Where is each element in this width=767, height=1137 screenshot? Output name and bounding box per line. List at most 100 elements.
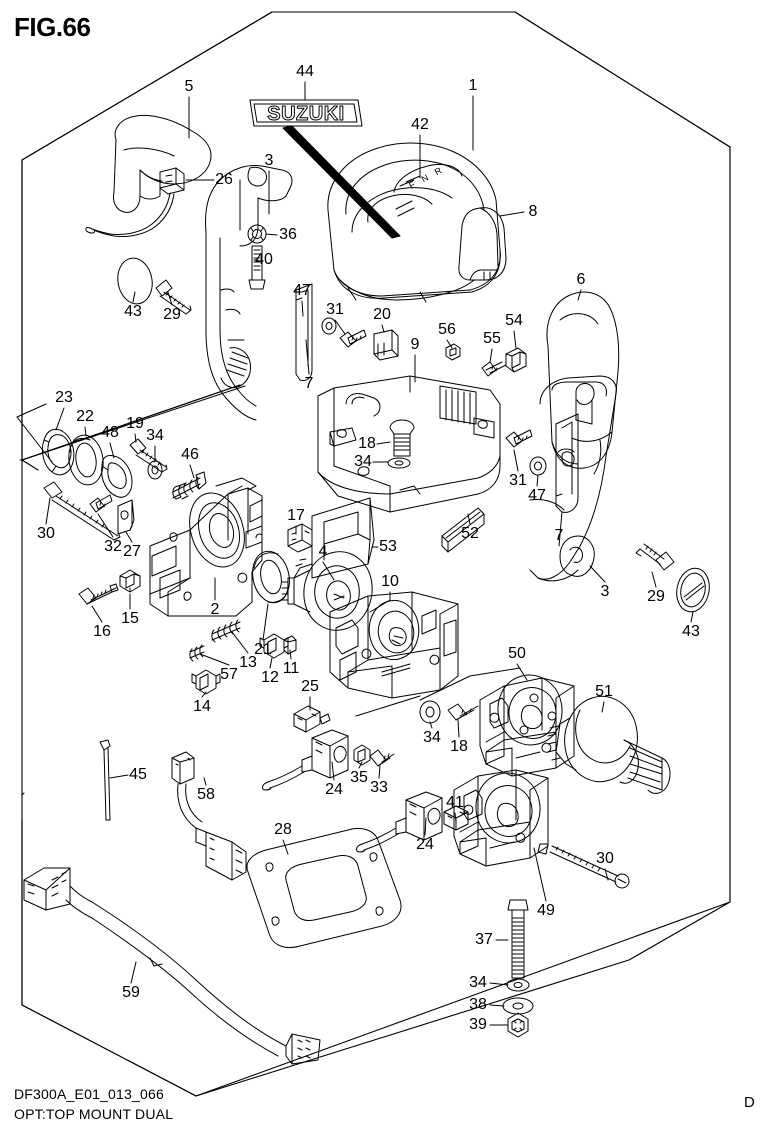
part-12-fitting	[259, 633, 289, 659]
part-39-lock-nut	[507, 1012, 529, 1038]
part-26-harness-connector	[85, 167, 185, 237]
callout-number-5: 5	[184, 78, 194, 95]
suzuki-emblem-text: SUZUKI	[267, 103, 344, 125]
part-48-retainer	[101, 455, 133, 498]
callout-number-30: 30	[596, 850, 614, 867]
part-27-bracket	[117, 499, 135, 535]
part-14-fitting-small	[191, 669, 221, 695]
callout-number-11: 11	[282, 660, 300, 677]
callout-number-24: 24	[325, 781, 343, 798]
callout-number-41: 41	[446, 794, 464, 811]
callout-number-48: 48	[101, 424, 119, 441]
callout-number-43: 43	[124, 303, 142, 320]
callout-number-28: 28	[274, 821, 292, 838]
part-56-nut	[445, 343, 461, 361]
part-9-control-housing-lower	[317, 375, 501, 513]
part-52-guide-rail	[441, 507, 485, 553]
part-17-connector-block	[287, 523, 313, 553]
callout-number-29: 29	[647, 588, 665, 605]
part-35-nut-small	[353, 744, 371, 766]
part-59-wire-harness	[23, 867, 321, 1065]
part-29-screw-stbd	[635, 543, 675, 571]
callout-number-57: 57	[220, 666, 238, 683]
part-32-screw-small	[89, 494, 113, 513]
callout-number-35: 35	[350, 769, 368, 786]
callout-number-23: 23	[55, 389, 73, 406]
callout-number-39: 39	[469, 1016, 487, 1033]
callout-number-4: 4	[318, 543, 328, 560]
part-10-shift-cam-housing	[329, 591, 459, 699]
callout-number-1: 1	[468, 77, 478, 94]
part-21-oil-seal	[252, 550, 290, 604]
callout-number-56: 56	[438, 321, 456, 338]
callout-number-24: 24	[416, 836, 434, 853]
callout-number-14: 14	[193, 698, 211, 715]
callout-number-10: 10	[381, 573, 399, 590]
callout-number-46: 46	[181, 446, 199, 463]
callout-number-22: 22	[76, 408, 94, 425]
figure-caption: OPT:TOP MOUNT DUAL	[14, 1106, 174, 1123]
part-25-clamp	[293, 705, 331, 733]
part-6-throttle-grip-stbd	[546, 291, 620, 469]
callout-number-15: 15	[121, 610, 139, 627]
part-36-lock-washer	[247, 224, 267, 244]
callout-number-32: 32	[104, 538, 122, 555]
callout-number-20: 20	[373, 306, 391, 323]
part-13-spring	[211, 619, 241, 643]
diagram-frame-outline	[21, 11, 731, 1097]
callout-number-58: 58	[197, 786, 215, 803]
part-3-handle-bracket-port	[205, 165, 293, 421]
part-37-long-bolt	[507, 899, 529, 979]
callout-number-25: 25	[301, 678, 319, 695]
frame-inner-chamfers	[21, 385, 246, 796]
callout-number-9: 9	[410, 336, 420, 353]
callout-number-37: 37	[475, 931, 493, 948]
part-4-shift-gear	[281, 551, 373, 631]
part-31-screw-stbd	[505, 429, 533, 448]
part-24-neutral-switch-left	[261, 729, 349, 791]
callout-number-49: 49	[537, 902, 555, 919]
part-43-trim-cap-port	[117, 257, 153, 305]
callout-number-43: 43	[682, 623, 700, 640]
part-22-seal-ring	[68, 434, 104, 486]
callout-number-42: 42	[411, 116, 429, 133]
callout-number-21: 21	[254, 641, 272, 658]
callout-number-3: 3	[264, 152, 274, 169]
part-19-screw	[129, 438, 168, 473]
part-54-nut	[505, 347, 527, 373]
part-1-top-cowling	[327, 142, 507, 303]
part-3-handle-bracket-stbd	[529, 375, 617, 582]
part-29-screw-port	[155, 279, 192, 315]
shift-scale-text: F N R	[407, 164, 446, 191]
callout-number-7: 7	[554, 527, 564, 544]
callout-number-34: 34	[469, 974, 487, 991]
part-16-bolt	[78, 583, 119, 605]
part-15-nut	[119, 569, 141, 593]
callout-number-34: 34	[146, 427, 164, 444]
callout-number-45: 45	[129, 766, 147, 783]
part-57-spring-small	[189, 644, 205, 662]
callout-number-8: 8	[528, 203, 538, 220]
callout-number-50: 50	[508, 645, 526, 662]
callout-number-17: 17	[287, 507, 305, 524]
part-30-long-bolt-right	[537, 843, 630, 889]
callout-number-18: 18	[358, 435, 376, 452]
part-46-spring	[172, 471, 207, 500]
callout-number-7: 7	[304, 375, 314, 392]
callout-number-6: 6	[576, 271, 586, 288]
part-51-splined-shaft-gear	[547, 695, 671, 794]
callout-number-34: 34	[354, 453, 372, 470]
callout-number-36: 36	[279, 226, 297, 243]
part-50-gear-housing	[479, 674, 575, 777]
callout-number-2: 2	[210, 601, 220, 618]
callout-number-27: 27	[123, 543, 141, 560]
callout-number-16: 16	[93, 623, 111, 640]
part-18-pan-screw-lower	[447, 703, 479, 721]
callout-number-40: 40	[255, 251, 273, 268]
callout-number-26: 26	[215, 171, 233, 188]
callout-number-53: 53	[379, 538, 397, 555]
part-5-throttle-grip-port	[113, 114, 212, 213]
callout-number-19: 19	[126, 415, 144, 432]
